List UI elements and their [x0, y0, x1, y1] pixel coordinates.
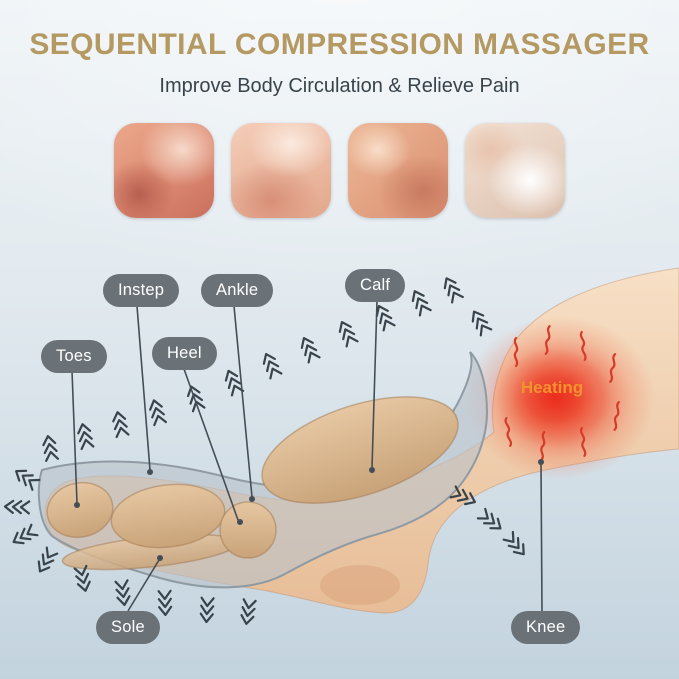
- foot-massage-photo: [114, 123, 214, 218]
- page-title: SEQUENTIAL COMPRESSION MASSAGER: [29, 28, 650, 61]
- massage-photos-row: [114, 123, 565, 218]
- compression-sleeve: [37, 351, 489, 589]
- calf-chamber: [261, 396, 459, 504]
- callout-heel: Heel: [152, 337, 217, 370]
- callout-instep: Instep: [103, 274, 180, 307]
- ankle-line: [233, 305, 253, 498]
- callout-knee: Knee: [511, 611, 581, 644]
- heat-wave-marks: [504, 324, 622, 462]
- callout-toes: Toes: [41, 340, 107, 373]
- heel-line: [183, 368, 239, 521]
- air-chambers: [46, 396, 459, 571]
- leg-massage-photo: [231, 123, 331, 218]
- calf-line: [371, 300, 378, 469]
- sole-chamber: [61, 533, 239, 571]
- sole-line: [127, 559, 160, 612]
- instep-line: [136, 305, 151, 471]
- heel-chamber: [219, 501, 277, 559]
- calf-massage-photo: [348, 123, 448, 218]
- toes-line: [71, 370, 78, 504]
- callout-ankle: Ankle: [201, 274, 274, 307]
- page-subtitle: Improve Body Circulation & Relieve Pain: [159, 75, 520, 97]
- knee-massage-photo: [465, 123, 565, 218]
- instep-chamber: [110, 483, 226, 549]
- airflow-chevrons: [3, 274, 530, 626]
- callout-calf: Calf: [345, 269, 406, 302]
- knee-line: [540, 463, 543, 612]
- knee-heating-glow: [465, 316, 655, 480]
- callout-lines: [71, 300, 543, 612]
- callout-dots: [74, 459, 544, 561]
- leg-skin: [44, 267, 679, 614]
- heel-shading: [320, 565, 400, 605]
- heating-label: Heating: [521, 378, 583, 397]
- toe-chamber: [46, 481, 114, 539]
- callout-sole: Sole: [96, 611, 160, 644]
